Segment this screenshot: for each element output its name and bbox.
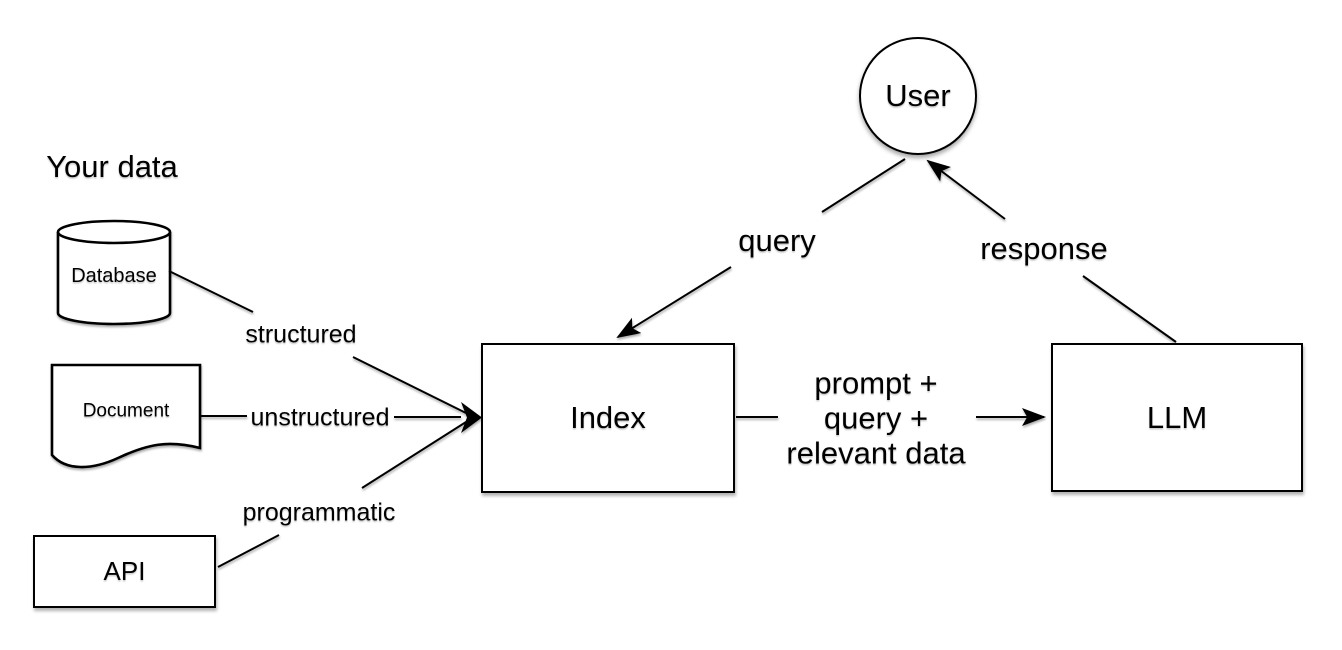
user-node: User: [859, 37, 977, 155]
prompt-line-3: relevant data: [786, 435, 966, 471]
edge-llm-response: [1082, 275, 1177, 343]
api-node: API: [33, 535, 216, 608]
programmatic-edge-label: programmatic: [242, 498, 396, 527]
edge-structured-index: [352, 356, 467, 414]
prompt-line-1: prompt +: [814, 365, 938, 401]
document-node-label: Document: [82, 400, 170, 422]
index-node-label: Index: [570, 400, 646, 435]
llm-node-label: LLM: [1146, 399, 1208, 435]
document-icon: [50, 363, 202, 469]
edge-database-structured: [168, 270, 254, 313]
edge-user-query: [821, 158, 906, 213]
index-input-arrowhead: [461, 402, 482, 433]
prompt-edge-label: prompt + query + relevant data: [786, 366, 965, 471]
edge-query-index: [616, 266, 732, 339]
prompt-line-2: query +: [823, 400, 929, 436]
database-cylinder-icon: [56, 219, 172, 326]
user-node-label: User: [885, 78, 951, 113]
edge-response-user: [926, 159, 1006, 220]
database-node-label: Database: [71, 265, 157, 287]
edge-api-programmatic: [217, 534, 280, 568]
edge-programmatic-index: [361, 421, 467, 489]
response-edge-label: response: [980, 230, 1108, 266]
structured-edge-label: structured: [245, 320, 357, 349]
index-node: Index: [481, 343, 735, 493]
your-data-label: Your data: [46, 148, 178, 184]
api-node-label: API: [103, 556, 146, 586]
llm-node: LLM: [1051, 343, 1303, 492]
query-edge-label: query: [738, 222, 816, 258]
unstructured-edge-label: unstructured: [250, 403, 390, 432]
